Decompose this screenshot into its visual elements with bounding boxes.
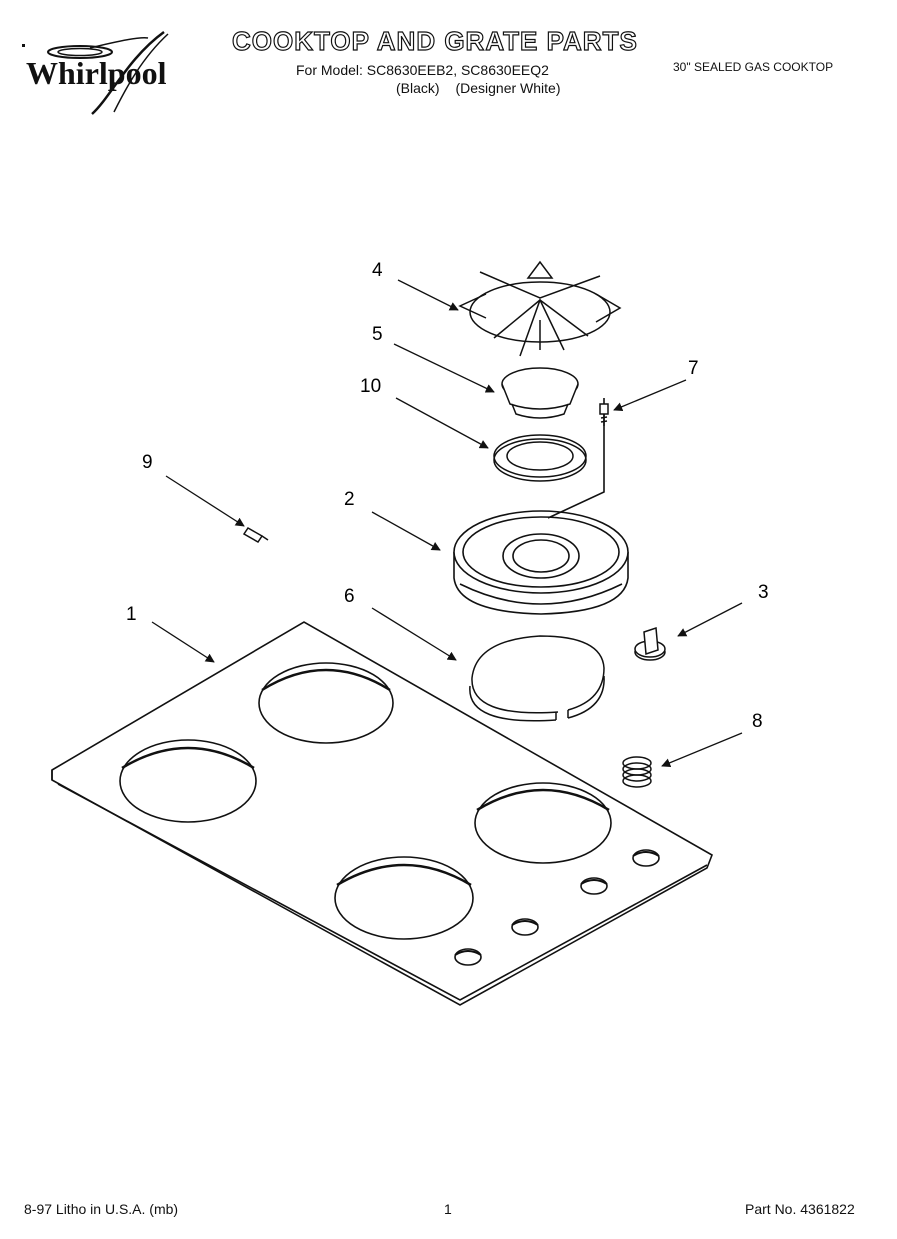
callout-10: 10 xyxy=(360,376,381,397)
part-9-screw xyxy=(242,527,269,543)
product-description: 30" SEALED GAS COOKTOP xyxy=(673,60,834,74)
leader-lines xyxy=(151,279,743,768)
part-2-burner-base xyxy=(453,398,629,615)
whirlpool-logo: Whirlpool xyxy=(18,28,193,118)
callout-4: 4 xyxy=(372,260,383,281)
variant-white: (Designer White) xyxy=(455,80,561,96)
part-number: Part No. 4361822 xyxy=(745,1201,855,1217)
litho-note: 8-97 Litho in U.S.A. (mb) xyxy=(24,1201,179,1217)
part-1-cooktop-panel xyxy=(51,621,713,1006)
part-3-igniter-cap xyxy=(634,626,666,661)
part-5-burner-cap xyxy=(501,367,579,419)
page-number: 1 xyxy=(444,1201,452,1217)
callout-8: 8 xyxy=(752,711,763,732)
callout-9: 9 xyxy=(142,452,153,473)
callout-6: 6 xyxy=(344,586,355,607)
part-10-ring xyxy=(493,434,587,482)
model-numbers: For Model: SC8630EEB2, SC8630EEQ2 xyxy=(296,62,549,78)
part-4-burner-grate xyxy=(458,260,622,357)
variant-black: (Black) xyxy=(396,80,440,96)
callout-7: 7 xyxy=(688,358,699,379)
brand-wordmark: Whirlpool xyxy=(26,55,167,91)
callout-3: 3 xyxy=(758,582,769,603)
callout-1: 1 xyxy=(126,604,137,625)
registration-dot xyxy=(22,44,25,47)
callout-2: 2 xyxy=(344,489,355,510)
part-6-seal-ring xyxy=(469,635,605,722)
callout-5: 5 xyxy=(372,324,383,345)
page-title: COOKTOP AND GRATE PARTS xyxy=(231,25,638,56)
part-7-screw xyxy=(599,403,609,426)
part-8-spring xyxy=(622,756,652,788)
model-variants: (Black) (Designer White) xyxy=(396,80,572,96)
